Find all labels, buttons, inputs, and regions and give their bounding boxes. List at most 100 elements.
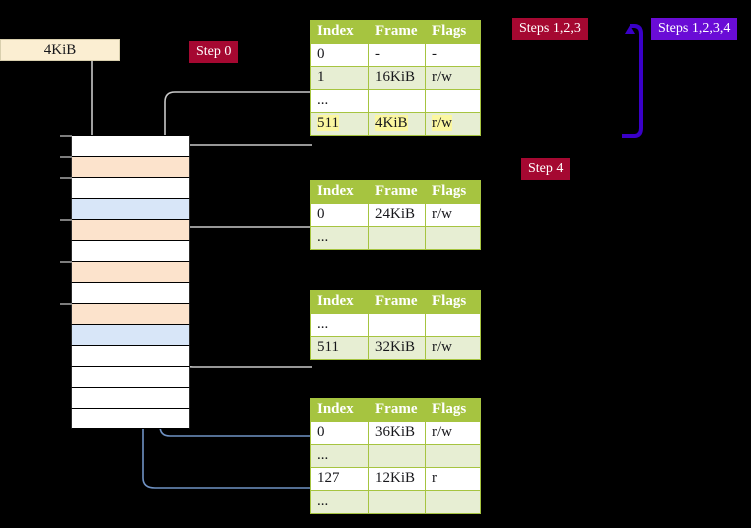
cell-flags — [425, 444, 481, 468]
column-header-flags: Flags — [425, 398, 481, 422]
cell-flags: r/w — [425, 336, 481, 360]
cell-frame — [368, 226, 426, 250]
cell-frame — [368, 89, 426, 113]
cell-flags: r/w — [425, 203, 481, 227]
table-row: ... — [310, 490, 481, 514]
memory-frame-row — [71, 219, 190, 240]
cell-index: 511 — [310, 336, 369, 360]
cell-index: ... — [310, 89, 369, 113]
cell-flags: r/w — [425, 421, 481, 445]
cell-flags — [425, 89, 481, 113]
highlighted-value: 511 — [317, 115, 339, 131]
column-header-flags: Flags — [425, 180, 481, 204]
column-header-index: Index — [310, 290, 369, 314]
cell-frame: 24KiB — [368, 203, 426, 227]
badge-step-0: Step 0 — [189, 41, 239, 63]
column-header-frame: Frame — [368, 290, 426, 314]
cell-index: 127 — [310, 467, 369, 491]
badge-step-4: Step 4 — [521, 158, 571, 180]
column-header-frame: Frame — [368, 180, 426, 204]
cell-flags: - — [425, 43, 481, 67]
memory-frame-row — [71, 324, 190, 345]
table-row: 511 4KiB r/w — [310, 112, 481, 136]
table-row: ... — [310, 89, 481, 113]
table-row: ... — [310, 313, 481, 337]
table-row: 0-- — [310, 43, 481, 67]
memory-tick — [60, 303, 72, 305]
wire-table2-row511 — [173, 309, 312, 368]
column-header-index: Index — [310, 398, 369, 422]
cell-flags: r/w — [425, 66, 481, 90]
highlighted-value: 4KiB — [375, 115, 408, 131]
cell-index: 0 — [310, 203, 369, 227]
violet-bracket-arrow — [622, 24, 643, 138]
memory-tick — [60, 135, 72, 137]
cell-frame — [368, 313, 426, 337]
memory-frame-row — [71, 198, 190, 219]
memory-frame-row — [71, 303, 190, 324]
cell-index: 511 — [310, 112, 369, 136]
cell-index: ... — [310, 490, 369, 514]
cell-flags — [425, 313, 481, 337]
column-header-flags: Flags — [425, 290, 481, 314]
cell-frame — [368, 444, 426, 468]
cell-flags — [425, 226, 481, 250]
column-header-index: Index — [310, 180, 369, 204]
memory-frame-row — [71, 408, 190, 429]
cell-index: ... — [310, 313, 369, 337]
memory-tick — [60, 219, 72, 221]
table-row: ... — [310, 444, 481, 468]
memory-frame-row — [71, 261, 190, 282]
cell-flags — [425, 490, 481, 514]
memory-frame-row — [71, 156, 190, 177]
cell-frame: 4KiB — [368, 112, 426, 136]
column-header-frame: Frame — [368, 398, 426, 422]
memory-tick — [60, 261, 72, 263]
memory-frame-row — [71, 240, 190, 261]
memory-frame-row — [71, 177, 190, 198]
memory-tick — [60, 177, 72, 179]
cell-flags: r — [425, 467, 481, 491]
cell-frame — [368, 490, 426, 514]
cell-index: 0 — [310, 421, 369, 445]
cell-frame: 16KiB — [368, 66, 426, 90]
cell-flags: r/w — [425, 112, 481, 136]
cell-frame: - — [368, 43, 426, 67]
cell-index: ... — [310, 444, 369, 468]
badge-steps-1-2-3-4: Steps 1,2,3,4 — [651, 18, 738, 40]
memory-frame-row — [71, 345, 190, 366]
table-row: ... — [310, 226, 481, 250]
column-header-index: Index — [310, 20, 369, 44]
memory-frame-row — [71, 366, 190, 387]
cell-frame: 36KiB — [368, 421, 426, 445]
column-header-frame: Frame — [368, 20, 426, 44]
wire-table1-row0 — [177, 226, 312, 270]
physical-memory-column — [71, 135, 190, 429]
cell-frame: 12KiB — [368, 467, 426, 491]
cell-index: 0 — [310, 43, 369, 67]
memory-frame-row — [71, 135, 190, 156]
column-header-flags: Flags — [425, 20, 481, 44]
four-kib-box: 4KiB — [0, 39, 120, 61]
cell-frame: 32KiB — [368, 336, 426, 360]
wire-table0-row511 — [175, 144, 312, 196]
memory-tick — [60, 156, 72, 158]
cell-index: ... — [310, 226, 369, 250]
memory-frame-row — [71, 282, 190, 303]
badge-steps-1-2-3: Steps 1,2,3 — [512, 18, 588, 40]
cell-index: 1 — [310, 66, 369, 90]
